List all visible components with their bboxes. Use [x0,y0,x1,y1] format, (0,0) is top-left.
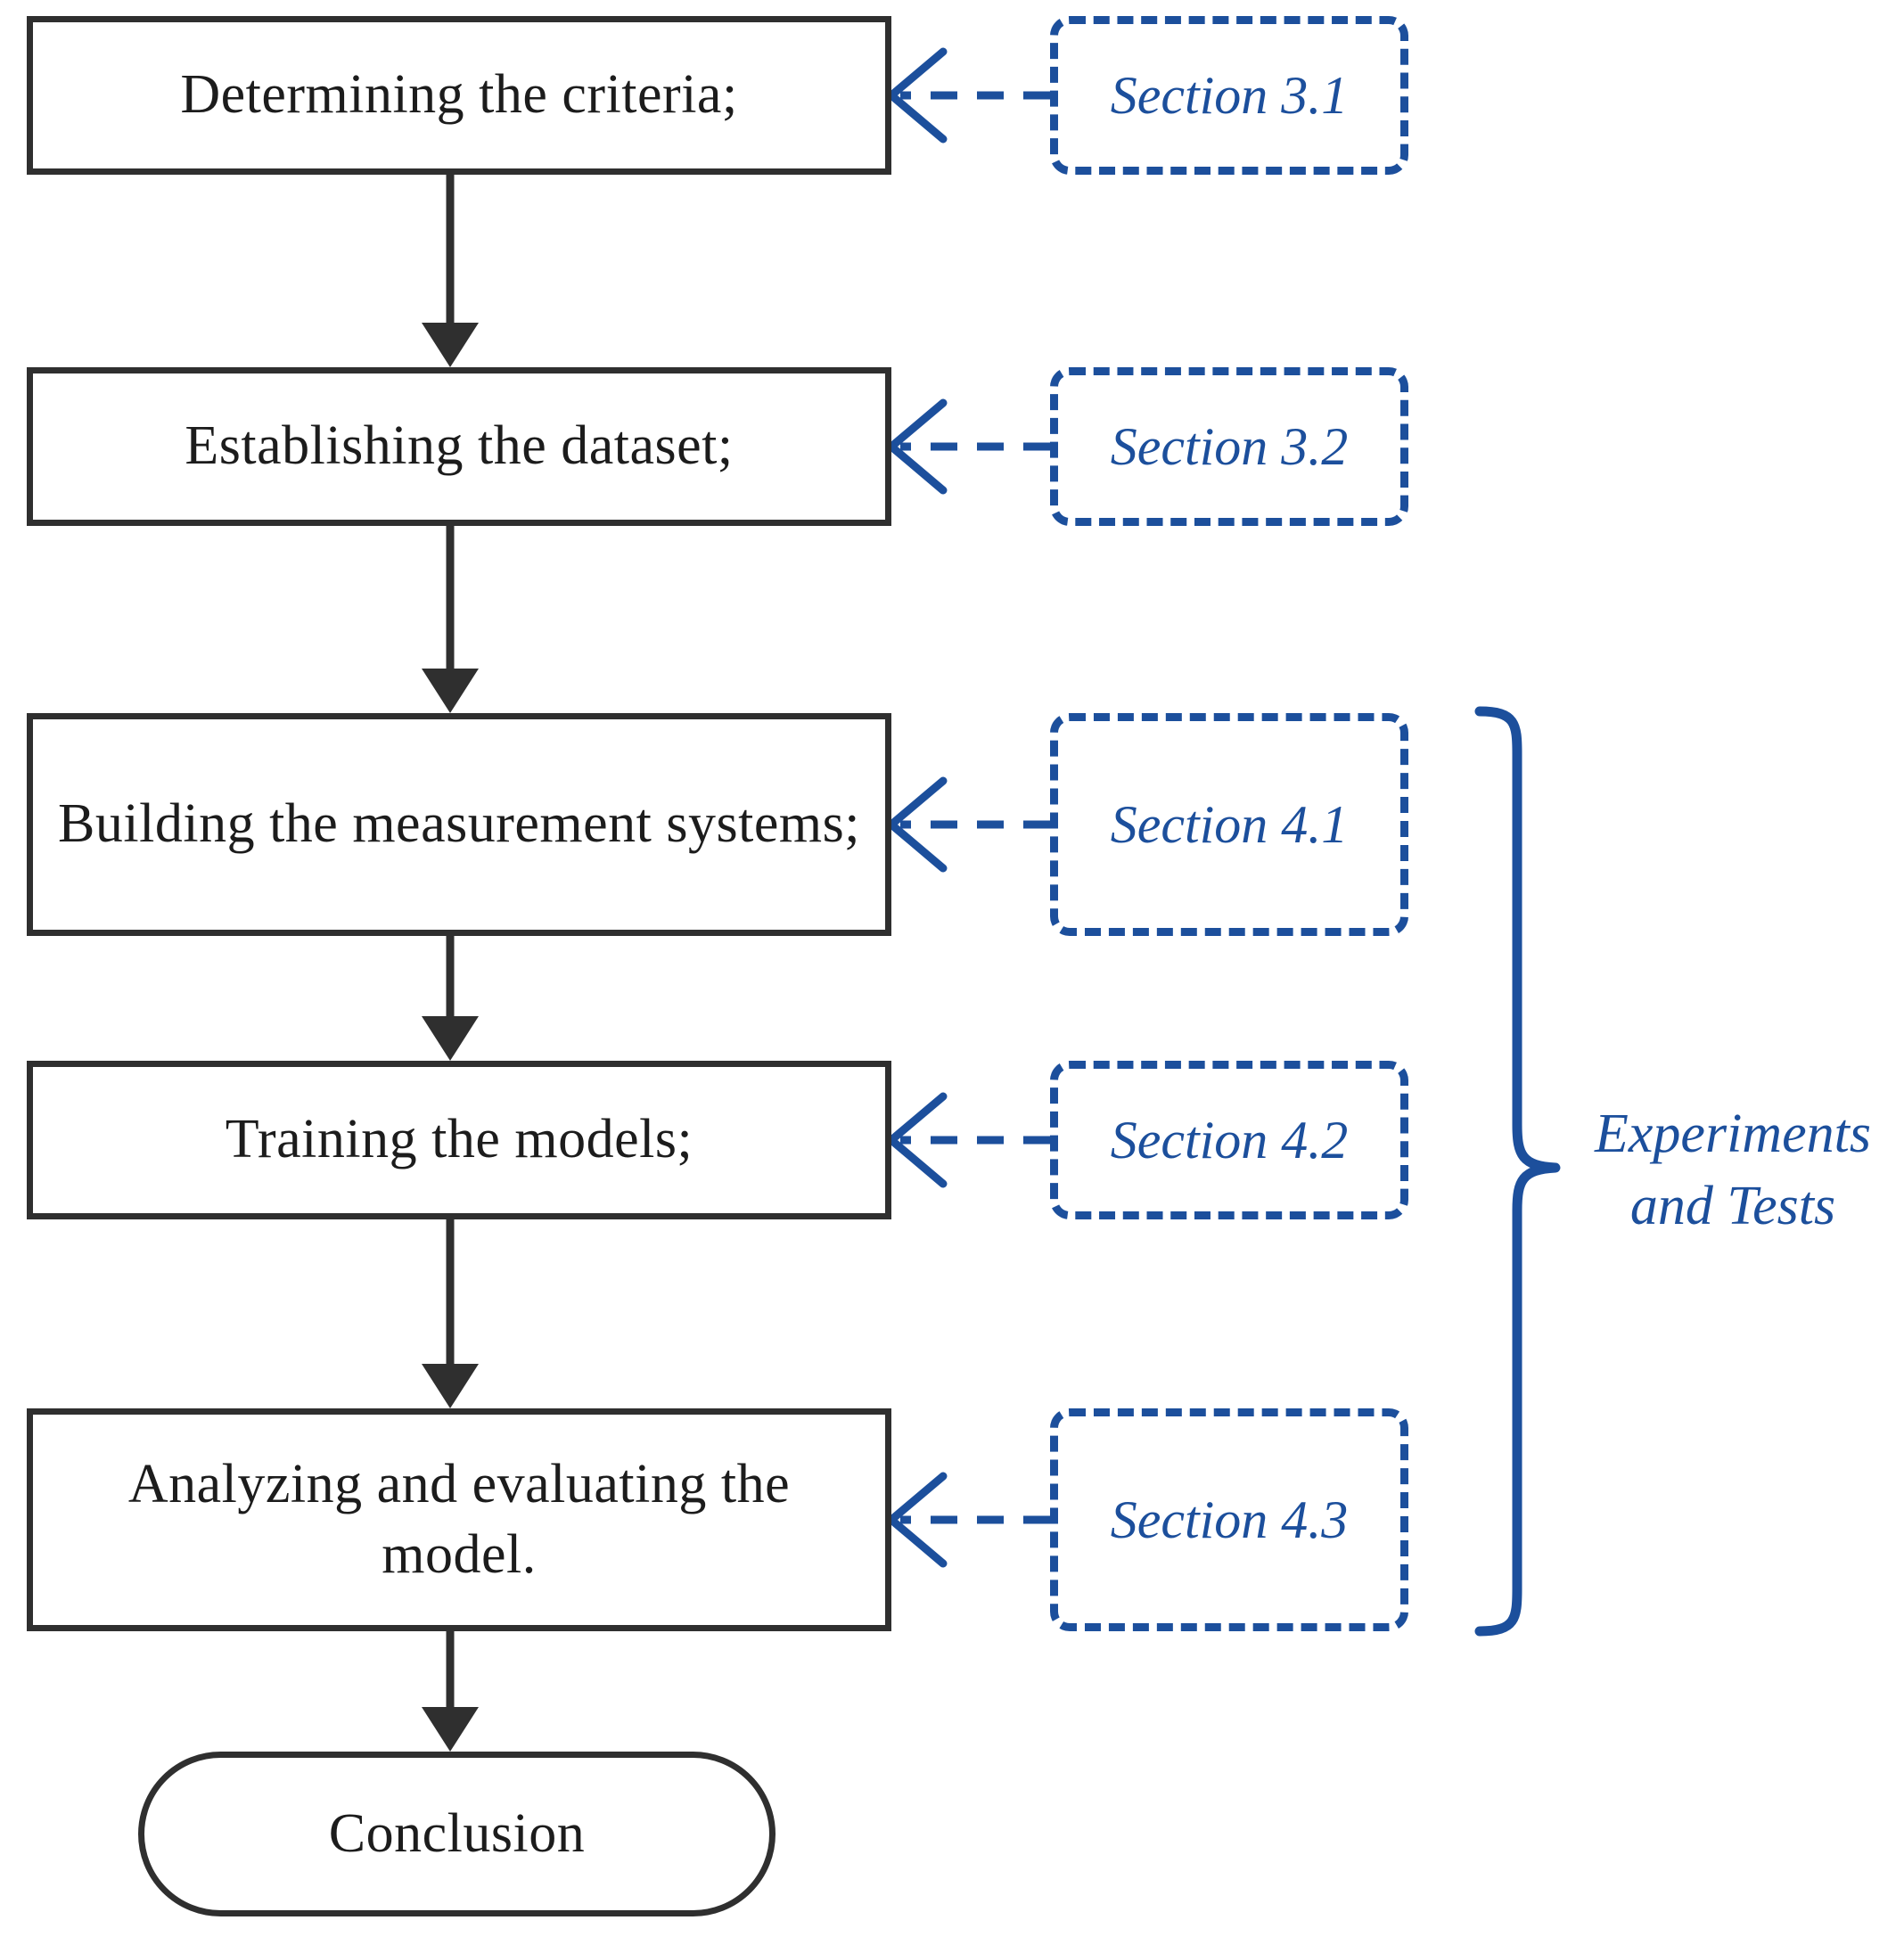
section-pointer-5 [887,1472,1050,1568]
section-pointer-3 [887,776,1050,873]
section-ref-label: Section 3.1 [1110,66,1349,125]
process-box-establishing-dataset[interactable]: Establishing the dataset; [27,367,891,526]
flow-connector-5-terminator [422,1631,479,1752]
terminator-box-conclusion[interactable]: Conclusion [138,1752,776,1916]
terminator-label: Conclusion [328,1802,586,1864]
process-label: Establishing the dataset; [185,415,734,477]
process-label: Analyzing and evaluating the model. [127,1453,791,1585]
process-box-analyzing-evaluating-model[interactable]: Analyzing and evaluating the model. [27,1408,891,1631]
process-box-building-measurement-systems[interactable]: Building the measurement systems; [27,713,891,936]
flow-connector-3-4 [422,936,479,1061]
section-ref-label: Section 4.1 [1110,795,1349,854]
section-ref-box-3-1[interactable]: Section 3.1 [1050,16,1408,175]
section-ref-box-3-2[interactable]: Section 3.2 [1050,367,1408,526]
section-ref-label: Section 3.2 [1110,417,1349,476]
section-pointer-4 [887,1092,1050,1188]
section-ref-box-4-2[interactable]: Section 4.2 [1050,1061,1408,1219]
process-box-determining-criteria[interactable]: Determining the criteria; [27,16,891,175]
section-pointer-2 [887,398,1050,495]
section-ref-box-4-3[interactable]: Section 4.3 [1050,1408,1408,1631]
section-ref-box-4-1[interactable]: Section 4.1 [1050,713,1408,936]
section-pointer-1 [887,47,1050,144]
section-ref-label: Section 4.3 [1110,1490,1349,1549]
process-label: Determining the criteria; [180,64,738,126]
flow-connector-2-3 [422,526,479,713]
flow-connector-4-5 [422,1219,479,1408]
flow-connector-1-2 [422,175,479,367]
process-label: Building the measurement systems; [58,793,860,855]
process-label: Training the models; [225,1109,693,1170]
group-brace [1474,706,1561,1637]
process-box-training-models[interactable]: Training the models; [27,1061,891,1219]
section-ref-label: Section 4.2 [1110,1111,1349,1169]
group-caption-experiments-and-tests: Experiments and Tests [1595,1104,1871,1236]
